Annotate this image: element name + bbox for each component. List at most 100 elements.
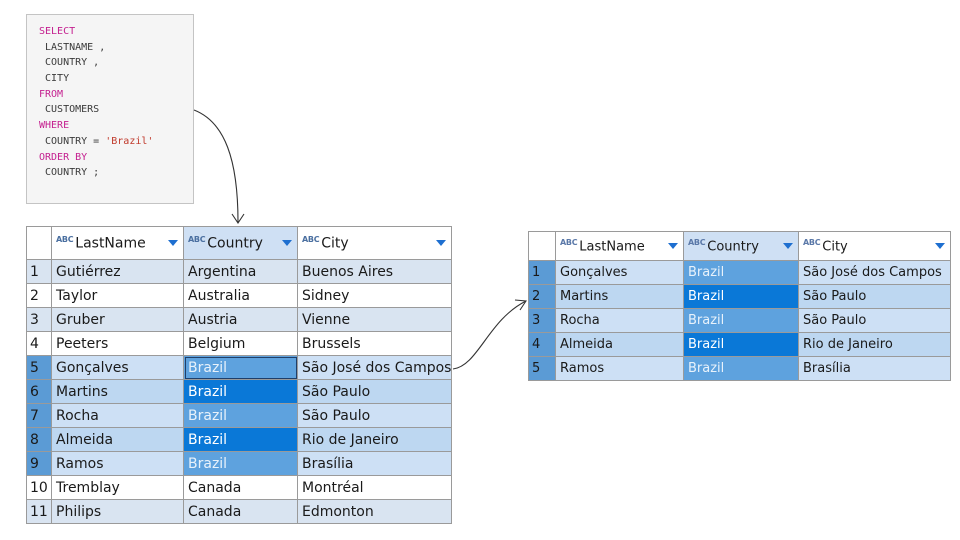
sql-keyword: FROM	[39, 88, 64, 100]
sql-line: SELECT	[39, 24, 193, 40]
country-cell[interactable]: Brazil	[183, 379, 298, 404]
country-cell[interactable]: Canada	[183, 499, 298, 524]
sql-identifier: COUNTRY ;	[39, 167, 100, 179]
lastname-cell[interactable]: Gruber	[51, 307, 184, 332]
country-cell[interactable]: Australia	[183, 283, 298, 308]
lastname-cell[interactable]: Ramos	[555, 356, 684, 381]
sql-line: CUSTOMERS	[39, 102, 193, 118]
country-cell[interactable]: Brazil	[183, 451, 298, 476]
lastname-cell[interactable]: Philips	[51, 499, 184, 524]
row-number-cell[interactable]: 4	[26, 331, 52, 356]
row-number-cell[interactable]: 3	[26, 307, 52, 332]
city-cell[interactable]: São Paulo	[798, 308, 951, 333]
country-cell[interactable]: Brazil	[183, 403, 298, 428]
row-number-cell[interactable]: 11	[26, 499, 52, 524]
country-cell[interactable]: Argentina	[183, 259, 298, 284]
row-number-cell[interactable]: 2	[528, 284, 556, 309]
country-cell[interactable]: Austria	[183, 307, 298, 332]
sort-triangle-icon[interactable]	[783, 243, 793, 249]
lastname-cell[interactable]: Ramos	[51, 451, 184, 476]
city-cell[interactable]: Rio de Janeiro	[296, 427, 453, 452]
country-cell[interactable]: Brazil	[683, 284, 799, 309]
city-cell[interactable]: Brussels	[296, 331, 453, 356]
city-cell[interactable]: Brasília	[296, 451, 453, 476]
row-number-cell[interactable]: 8	[26, 427, 52, 452]
country-cell[interactable]: Canada	[183, 475, 298, 500]
row-number-cell[interactable]: 5	[528, 356, 556, 381]
sort-triangle-icon[interactable]	[935, 243, 945, 249]
row-number-cell[interactable]: 3	[528, 308, 556, 333]
lastname-cell[interactable]: Gonçalves	[51, 355, 184, 380]
country-cell[interactable]: Brazil	[183, 355, 298, 380]
row-number-cell[interactable]: 10	[26, 475, 52, 500]
row-number-cell[interactable]: 6	[26, 379, 52, 404]
lastname-cell[interactable]: Martins	[51, 379, 184, 404]
sort-triangle-icon[interactable]	[168, 240, 178, 246]
city-cell[interactable]: Montréal	[296, 475, 453, 500]
city-cell[interactable]: São Paulo	[296, 403, 453, 428]
lastname-cell[interactable]: Almeida	[555, 332, 684, 357]
city-cell[interactable]: São José dos Campos	[798, 260, 951, 285]
country-cell[interactable]: Brazil	[683, 356, 799, 381]
row-number-cell[interactable]: 5	[26, 355, 52, 380]
country-cell[interactable]: Brazil	[683, 332, 799, 357]
city-cell[interactable]: São José dos Campos	[296, 355, 453, 380]
city-cell[interactable]: Edmonton	[296, 499, 453, 524]
lastname-cell[interactable]: Rocha	[51, 403, 184, 428]
lastname-cell[interactable]: Gutiérrez	[51, 259, 184, 284]
lastname-cell[interactable]: Peeters	[51, 331, 184, 356]
lastname-cell[interactable]: Martins	[555, 284, 684, 309]
column-header-label: City	[822, 239, 848, 255]
city-cell[interactable]: Brasília	[798, 356, 951, 381]
sql-line: LASTNAME ,	[39, 40, 193, 56]
sql-keyword: WHERE	[39, 120, 70, 132]
city-cell[interactable]: São Paulo	[798, 284, 951, 309]
lastname-cell[interactable]: Almeida	[51, 427, 184, 452]
city-cell[interactable]: Rio de Janeiro	[798, 332, 951, 357]
sql-keyword: ORDER BY	[39, 151, 88, 163]
lastname-cell[interactable]: Tremblay	[51, 475, 184, 500]
country-cell[interactable]: Brazil	[183, 427, 298, 452]
row-number-cell[interactable]: 1	[26, 259, 52, 284]
row-number-cell[interactable]: 2	[26, 283, 52, 308]
country-cell[interactable]: Brazil	[683, 260, 799, 285]
row-number-cell[interactable]: 1	[528, 260, 556, 285]
country-cell[interactable]: Belgium	[183, 331, 298, 356]
row-number-cell[interactable]: 4	[528, 332, 556, 357]
sort-triangle-icon[interactable]	[282, 240, 292, 246]
row-number-cell[interactable]: 7	[26, 403, 52, 428]
row-number-cell[interactable]: 9	[26, 451, 52, 476]
country-cell[interactable]: Brazil	[683, 308, 799, 333]
sort-triangle-icon[interactable]	[668, 243, 678, 249]
city-cell[interactable]: Buenos Aires	[296, 259, 453, 284]
city-cell[interactable]: São Paulo	[296, 379, 453, 404]
lastname-cell[interactable]: Gonçalves	[555, 260, 684, 285]
lastname-cell[interactable]: Taylor	[51, 283, 184, 308]
city-cell[interactable]: Vienne	[296, 307, 453, 332]
city-cell[interactable]: Sidney	[296, 283, 453, 308]
sort-triangle-icon[interactable]	[436, 240, 447, 246]
lastname-cell[interactable]: Rocha	[555, 308, 684, 333]
